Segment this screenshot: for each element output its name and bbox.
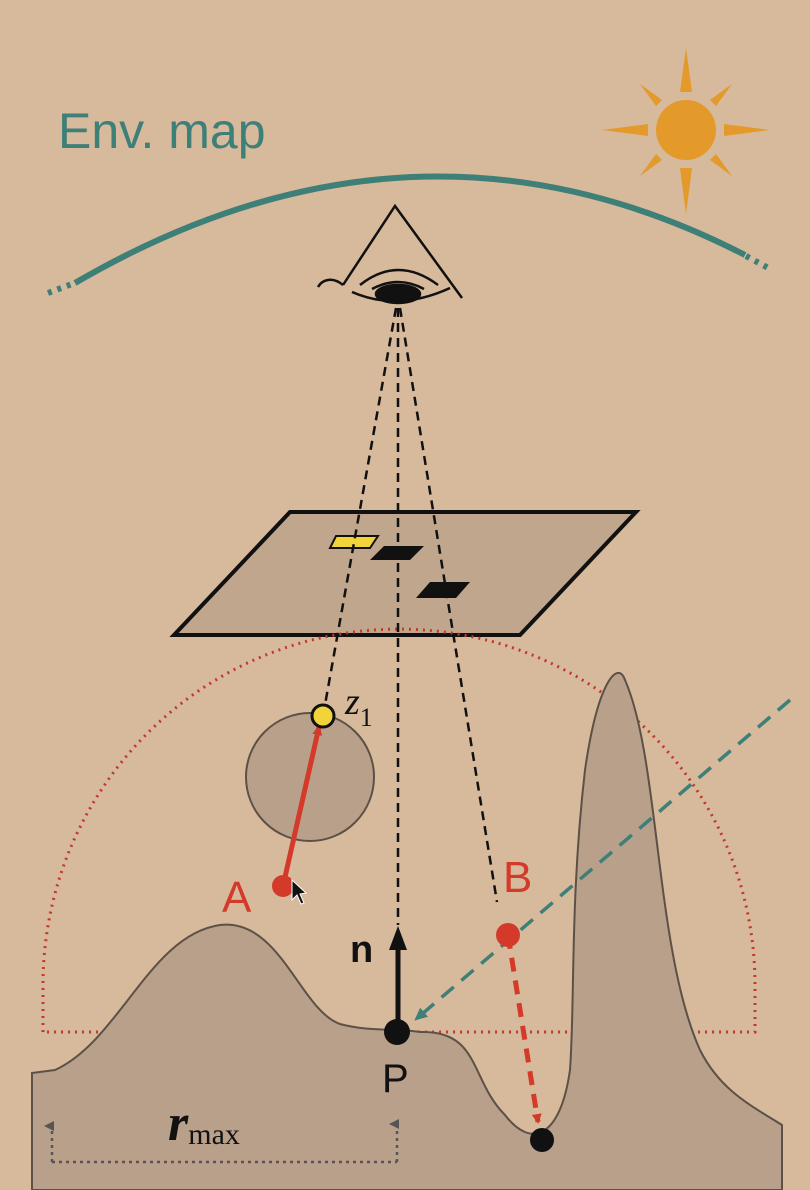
rmax-label-main: r <box>168 1095 189 1152</box>
point-p-label: P <box>382 1057 409 1101</box>
mouse-cursor-icon <box>291 878 308 905</box>
point-a-label: A <box>222 873 252 922</box>
eye-icon <box>316 203 464 305</box>
rmax-bracket <box>44 1119 399 1164</box>
normal-label: n <box>350 929 373 971</box>
env-map-arc <box>46 173 774 296</box>
point-a-dot <box>272 875 294 897</box>
sun-icon <box>602 48 770 214</box>
sample-b-arrow <box>505 934 542 1124</box>
terrain-surface <box>31 671 783 1190</box>
z1-label-sub: 1 <box>360 703 373 732</box>
z1-label: z1 <box>344 681 373 732</box>
z1-label-main: z <box>344 681 360 723</box>
bottom-point-dot <box>530 1128 554 1152</box>
pixel-b <box>416 582 470 598</box>
rmax-label-sub: max <box>188 1118 240 1151</box>
point-p-dot <box>384 1019 410 1045</box>
pixel-yellow <box>328 535 380 549</box>
normal-arrowhead <box>389 926 407 950</box>
point-b-dot <box>496 923 520 947</box>
view-rays <box>321 307 499 925</box>
point-b-label: B <box>503 853 532 902</box>
sample-a-arrow <box>280 725 323 887</box>
image-plane <box>169 510 641 637</box>
z1-point <box>310 703 336 729</box>
light-direction <box>413 698 792 1022</box>
env-map-title: Env. map <box>58 103 266 159</box>
rmax-label: rmax <box>168 1095 240 1152</box>
